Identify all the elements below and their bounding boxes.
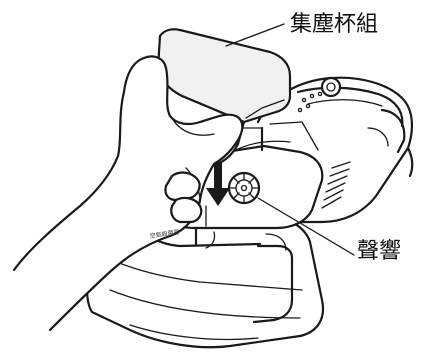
fingers <box>164 171 203 224</box>
sound-grill <box>227 171 261 205</box>
leader-dust-cup <box>225 23 285 47</box>
insert-arrow <box>206 154 230 206</box>
callout-dust-cup: 集塵杯組 <box>290 12 379 37</box>
callout-sound: 聲響 <box>357 239 402 264</box>
leader-sound <box>257 197 355 256</box>
